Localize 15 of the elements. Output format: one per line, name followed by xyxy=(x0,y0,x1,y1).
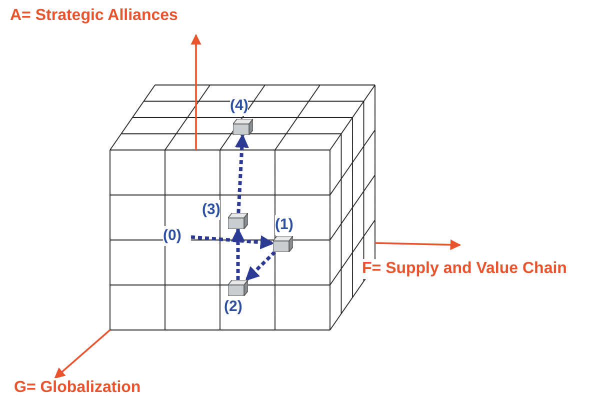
point-label: (4) xyxy=(230,96,248,116)
arrow xyxy=(231,228,245,280)
point-label: (2) xyxy=(224,297,242,317)
small-cube-icon xyxy=(228,213,248,229)
axis-label: A= Strategic Alliances xyxy=(10,6,178,26)
point-label: (1) xyxy=(275,215,294,235)
arrow xyxy=(190,235,274,250)
small-cube-icon xyxy=(228,280,248,296)
arrow xyxy=(244,250,276,282)
arrow xyxy=(234,134,249,214)
small-cube-icon xyxy=(233,119,253,135)
axis-label: F= Supply and Value Chain xyxy=(362,259,567,279)
small-cube-icon xyxy=(273,236,293,252)
point-label: (0) xyxy=(163,226,191,246)
point-label: (3) xyxy=(202,200,220,220)
